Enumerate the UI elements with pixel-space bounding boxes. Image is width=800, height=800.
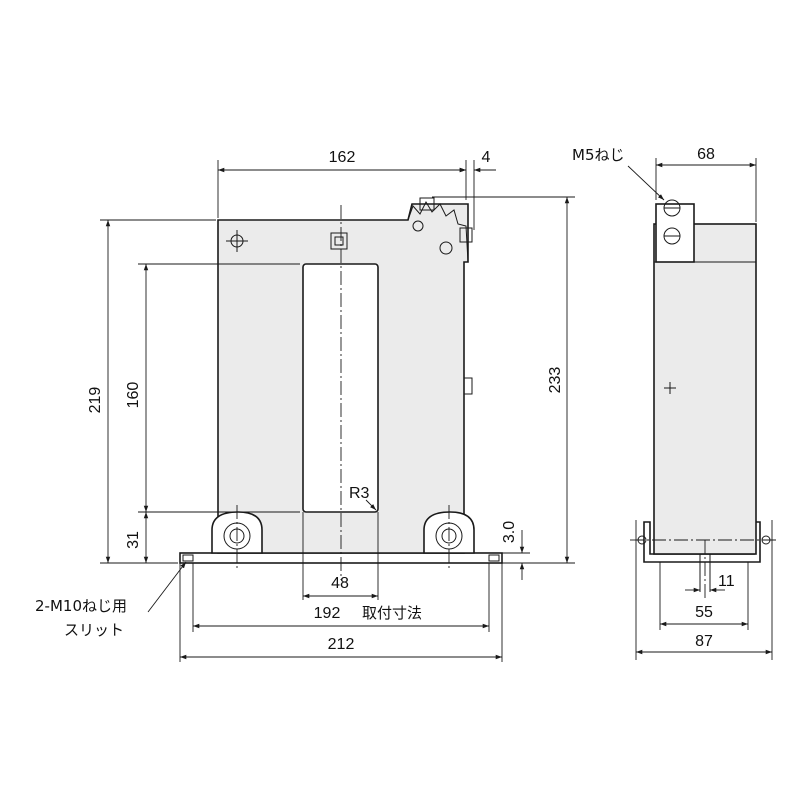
dim-87: 87 xyxy=(695,633,713,650)
side-body xyxy=(653,223,757,555)
dim-192: 192 xyxy=(314,605,341,622)
polarity-mark xyxy=(330,232,348,250)
side-terminal xyxy=(655,203,695,263)
mounting-note: 取付寸法 xyxy=(362,604,422,622)
dim-31: 31 xyxy=(125,531,142,549)
dim-68: 68 xyxy=(697,146,715,163)
front-dimensions: 162 4 219 160 31 233 3.0 48 xyxy=(35,149,575,662)
side-tab xyxy=(463,377,473,395)
dim-4: 4 xyxy=(482,149,491,166)
dim-212: 212 xyxy=(328,636,355,653)
screw-note: M5ねじ xyxy=(572,146,625,164)
dim-48: 48 xyxy=(331,575,349,592)
dim-55: 55 xyxy=(695,604,713,621)
dim-160: 160 xyxy=(125,382,142,409)
side-dimensions: 68 M5ねじ 11 55 87 xyxy=(572,146,773,660)
radius-label: R3 xyxy=(349,485,370,502)
dim-11: 11 xyxy=(718,573,735,590)
terminal-edge xyxy=(407,200,469,263)
terminal-hole-2 xyxy=(439,241,453,255)
terminal-screw-2 xyxy=(459,227,473,243)
side-view xyxy=(630,199,778,600)
terminal-hole-1 xyxy=(412,220,424,232)
slit-note-line2: スリット xyxy=(64,621,124,639)
slit-note-line1: 2-M10ねじ用 xyxy=(35,597,127,615)
front-view xyxy=(179,197,503,580)
dim-219: 219 xyxy=(87,387,104,414)
dim-233: 233 xyxy=(547,367,564,394)
dim-3: 3.0 xyxy=(501,521,518,543)
window-opening xyxy=(302,263,379,513)
dim-162: 162 xyxy=(329,149,356,166)
terminal-screw-1 xyxy=(419,197,435,211)
